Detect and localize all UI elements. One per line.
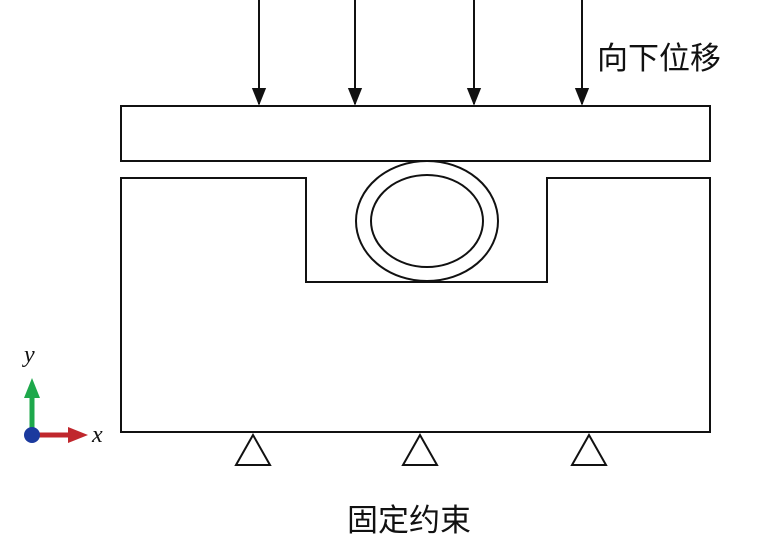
y-axis-label: y [22, 342, 35, 368]
y-axis-arrowhead [24, 378, 40, 398]
top-load-label: 向下位移 [597, 41, 721, 77]
triangle-support-icon [570, 432, 608, 466]
bottom-support-label: 固定约束 [347, 503, 471, 539]
origin-dot [24, 427, 40, 443]
fixed-supports [234, 432, 608, 466]
x-axis-arrowhead [68, 427, 88, 443]
coordinate-triad: y x [22, 342, 103, 448]
x-axis-label: x [91, 422, 103, 448]
triangle-support-icon [401, 432, 439, 466]
pipe-inner-wall [370, 174, 484, 268]
triangle-support-icon [234, 432, 272, 466]
base-block [120, 177, 711, 433]
top-plate [120, 105, 711, 162]
pipe-outer-wall [355, 160, 499, 282]
load-arrows [251, 0, 590, 106]
